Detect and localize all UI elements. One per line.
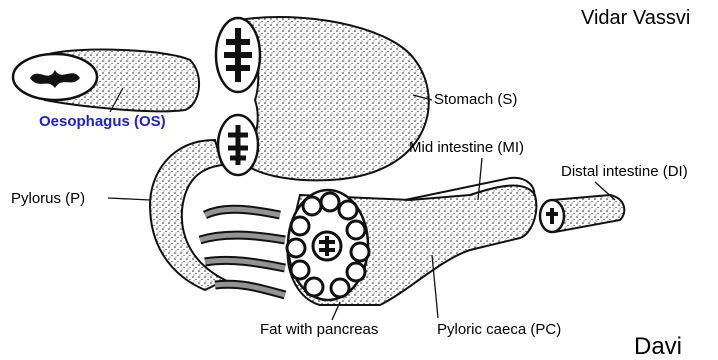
author-credit: Vidar Vassvi bbox=[581, 8, 690, 28]
label-distal-intestine: Distal intestine (DI) bbox=[561, 164, 688, 179]
label-pylorus: Pylorus (P) bbox=[11, 191, 85, 206]
cutoff-text: Davi bbox=[634, 335, 682, 359]
label-oesophagus: Oesophagus (OS) bbox=[39, 114, 166, 129]
label-stomach: Stomach (S) bbox=[434, 92, 517, 107]
mid-intestine-segment bbox=[287, 178, 536, 305]
label-mid-intestine: Mid intestine (MI) bbox=[409, 140, 524, 155]
oesophagus-segment bbox=[13, 50, 199, 112]
label-fat-pancreas: Fat with pancreas bbox=[260, 322, 378, 337]
distal-intestine-segment bbox=[540, 195, 624, 232]
label-pyloric-caeca: Pyloric caeca (PC) bbox=[437, 322, 561, 337]
stomach-segment bbox=[216, 17, 429, 180]
